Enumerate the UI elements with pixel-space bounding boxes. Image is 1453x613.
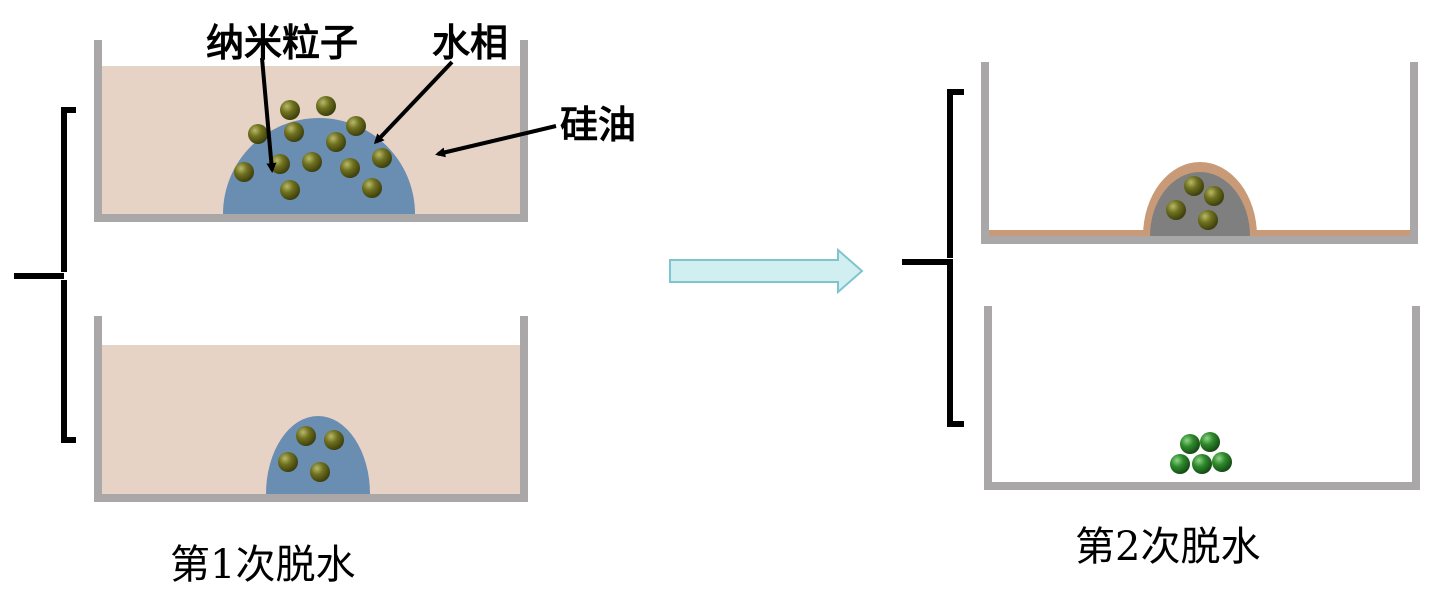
water-droplet	[266, 416, 370, 494]
nanoparticles-top-right	[1166, 176, 1224, 230]
right-brace	[902, 89, 964, 427]
nanoparticle	[296, 426, 316, 446]
nanoparticle	[326, 132, 346, 152]
nanoparticles-bottom-left	[278, 426, 344, 482]
arrow-to-water-phase	[373, 60, 454, 145]
nanoparticle	[1200, 432, 1220, 452]
process-arrow	[669, 247, 864, 295]
nanoparticle	[1166, 200, 1186, 220]
nanoparticle	[362, 178, 382, 198]
nanoparticle	[1180, 434, 1200, 454]
arrow-to-nanoparticles	[260, 57, 277, 173]
nanoparticle	[310, 462, 330, 482]
arrow-to-silicone-oil	[435, 124, 557, 158]
container-wall	[984, 306, 1420, 490]
nanoparticle	[1204, 186, 1224, 206]
shell-core	[1150, 172, 1250, 236]
nanoparticle	[248, 124, 268, 144]
nanoparticle	[372, 148, 392, 168]
nanoparticle	[302, 152, 322, 172]
caption-second-dehydration: 第2次脱水	[1075, 524, 1260, 570]
label-nanoparticles: 纳米粒子	[206, 21, 358, 65]
container-wall	[94, 316, 528, 502]
nanoparticle	[340, 158, 360, 178]
container-top-right	[981, 62, 1418, 244]
nanoparticle	[1212, 452, 1232, 472]
nanoparticles-top-left	[234, 96, 392, 200]
nanoparticle	[316, 96, 336, 116]
nanoparticle	[1198, 210, 1218, 230]
nanoparticle	[1170, 454, 1190, 474]
nanoparticle-cluster	[1170, 432, 1232, 474]
nanoparticle	[278, 452, 298, 472]
nanoparticle	[280, 180, 300, 200]
nanoparticle	[234, 162, 254, 182]
container-wall	[94, 40, 528, 222]
nanoparticle	[280, 100, 300, 120]
nanoparticle	[284, 122, 304, 142]
container-top-left	[94, 40, 528, 222]
caption-first-dehydration: 第1次脱水	[170, 542, 355, 588]
container-wall	[981, 62, 1418, 244]
nanoparticle	[1192, 454, 1212, 474]
label-water-phase: 水相	[432, 21, 508, 65]
nanoparticle	[1184, 176, 1204, 196]
left-brace	[14, 107, 76, 443]
nanoparticle	[324, 430, 344, 450]
nanoparticle	[346, 116, 366, 136]
label-silicone-oil: 硅油	[560, 103, 636, 147]
container-bottom-right	[984, 306, 1420, 490]
